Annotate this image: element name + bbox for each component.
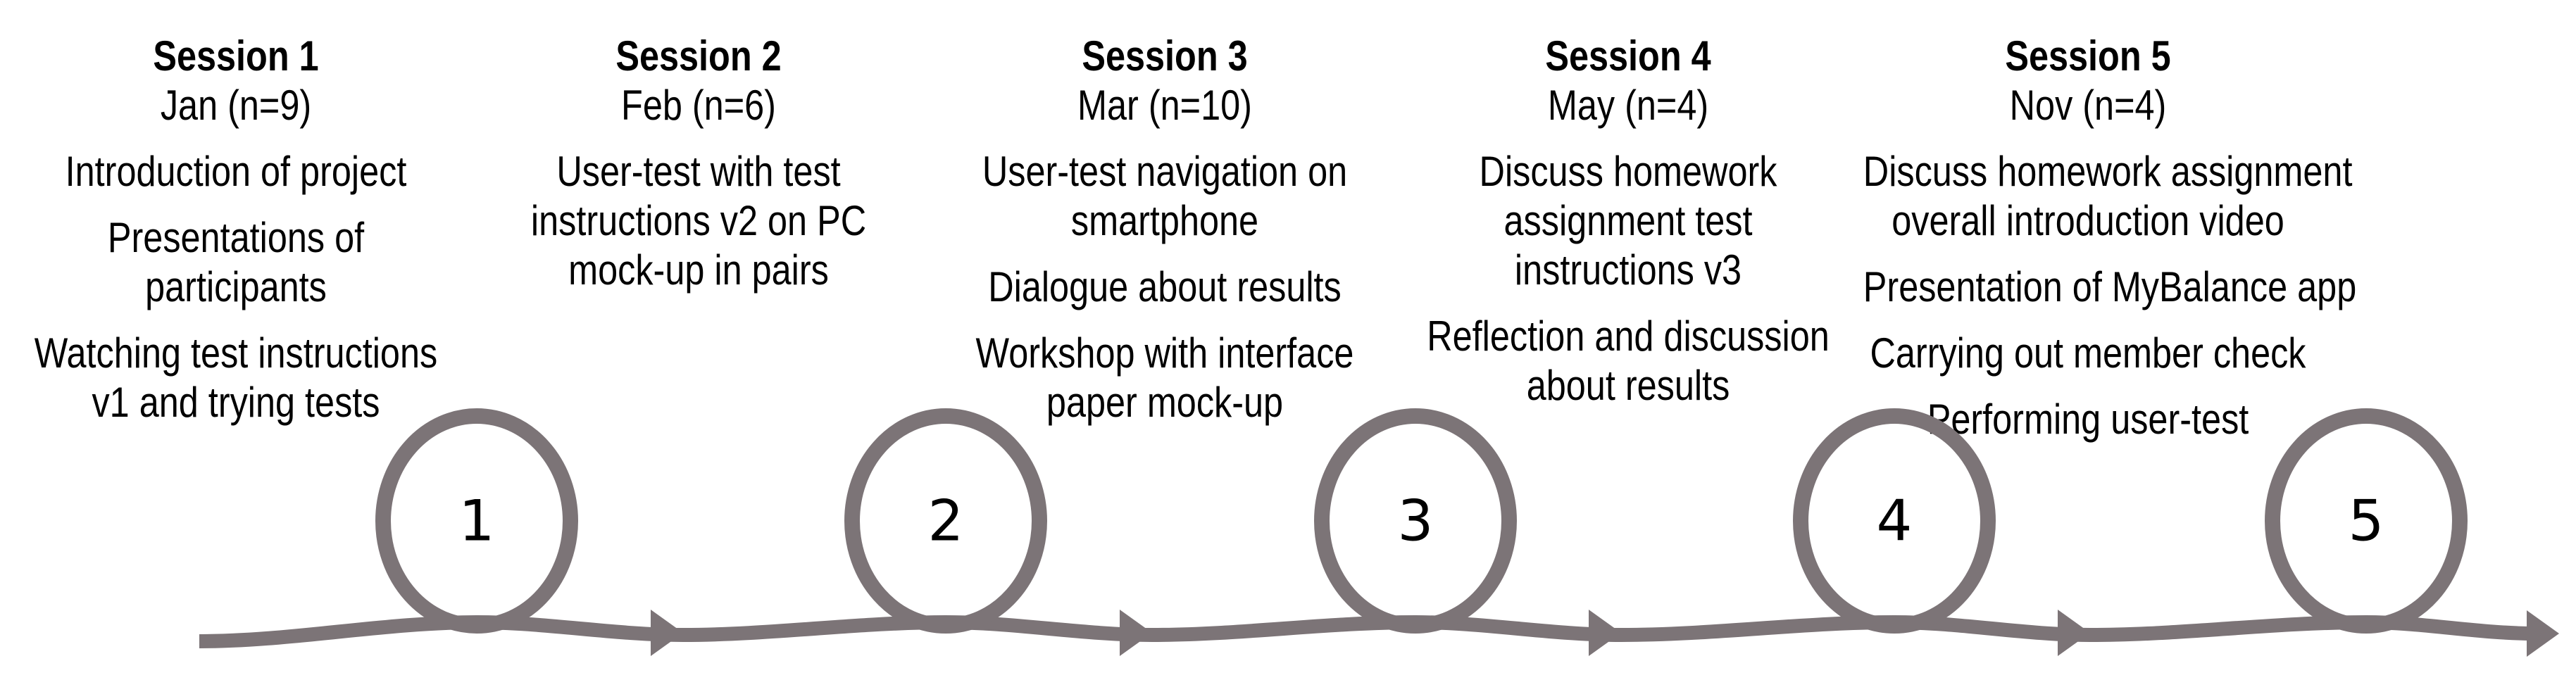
arrowhead-1	[651, 610, 683, 656]
arrowhead-3	[1589, 610, 1621, 656]
session-item-line: mock-up in pairs	[568, 246, 829, 294]
session-column-3: Session 3 Mar (n=10) User-test navigatio…	[940, 32, 1389, 427]
loop-number-3: 3	[1398, 489, 1434, 554]
session-item-line: Watching test instructions	[34, 329, 438, 377]
session-date: Feb (n=6)	[621, 82, 776, 129]
session-item-line: Discuss homework	[1479, 148, 1777, 195]
loop-ellipse-3	[1314, 408, 1517, 634]
session-item-line: instructions v3	[1514, 246, 1742, 294]
arrowhead-5	[2527, 610, 2559, 657]
loop-number-4: 4	[1877, 489, 1913, 554]
session-item: Presentation of MyBalance app	[1863, 263, 2357, 312]
session-item: Dialogue about results	[940, 263, 1389, 312]
session-item: Carrying out member check	[1863, 329, 2313, 378]
arrowhead-2	[1120, 610, 1152, 656]
session-title: Session 4	[1545, 32, 1711, 80]
loop-ellipse-1	[375, 408, 578, 634]
session-item-line: Presentation of MyBalance app	[1863, 263, 2357, 310]
session-column-5: Session 5 Nov (n=4) Discuss homework ass…	[1863, 32, 2357, 444]
session-item-line: Introduction of project	[65, 148, 407, 195]
session-item-line: User-test navigation on	[982, 148, 1348, 195]
session-item-line: instructions v2 on PC	[530, 197, 867, 244]
session-title: Session 5	[2005, 32, 2171, 80]
session-column-1: Session 1 Jan (n=9) Introduction of proj…	[11, 32, 461, 427]
session-date: May (n=4)	[1547, 82, 1709, 129]
timeline-path	[199, 615, 2536, 648]
session-item-line: Discuss homework assignment	[1863, 148, 2353, 195]
session-item-line: paper mock-up	[1046, 379, 1284, 426]
loop-ellipse-4	[1793, 408, 1996, 634]
loop-ellipse-2	[844, 408, 1047, 634]
session-title: Session 2	[615, 32, 782, 80]
session-item-line: Reflection and discussion	[1427, 313, 1830, 360]
session-item-line: assignment test	[1503, 197, 1753, 244]
loop-number-5: 5	[2349, 489, 2384, 554]
loop-ellipse-5	[2265, 408, 2468, 634]
session-item-line: User-test with test	[556, 148, 841, 195]
session-item-line: Presentations of	[107, 214, 365, 261]
session-item-line: Workshop with interface	[975, 329, 1354, 377]
session-item-line: about results	[1526, 362, 1730, 409]
session-item-line: Dialogue about results	[988, 263, 1342, 310]
session-item-line: Performing user-test	[1927, 396, 2249, 443]
session-title: Session 1	[153, 32, 319, 80]
session-item-line: overall introduction video	[1892, 197, 2284, 244]
session-date: Mar (n=10)	[1077, 82, 1252, 129]
session-title: Session 3	[1082, 32, 1248, 80]
arrowhead-4	[2058, 610, 2090, 656]
session-item: Introduction of project	[11, 147, 461, 196]
loop-number-2: 2	[928, 489, 964, 554]
session-item-line: Carrying out member check	[1870, 329, 2306, 377]
session-item-line: v1 and trying tests	[92, 379, 380, 426]
session-date: Nov (n=4)	[2009, 82, 2167, 129]
session-item-line: participants	[145, 263, 327, 310]
session-item-line: smartphone	[1070, 197, 1259, 244]
session-item: Performing user-test	[1863, 395, 2313, 444]
loop-number-1: 1	[459, 489, 495, 554]
session-date: Jan (n=9)	[160, 82, 312, 129]
